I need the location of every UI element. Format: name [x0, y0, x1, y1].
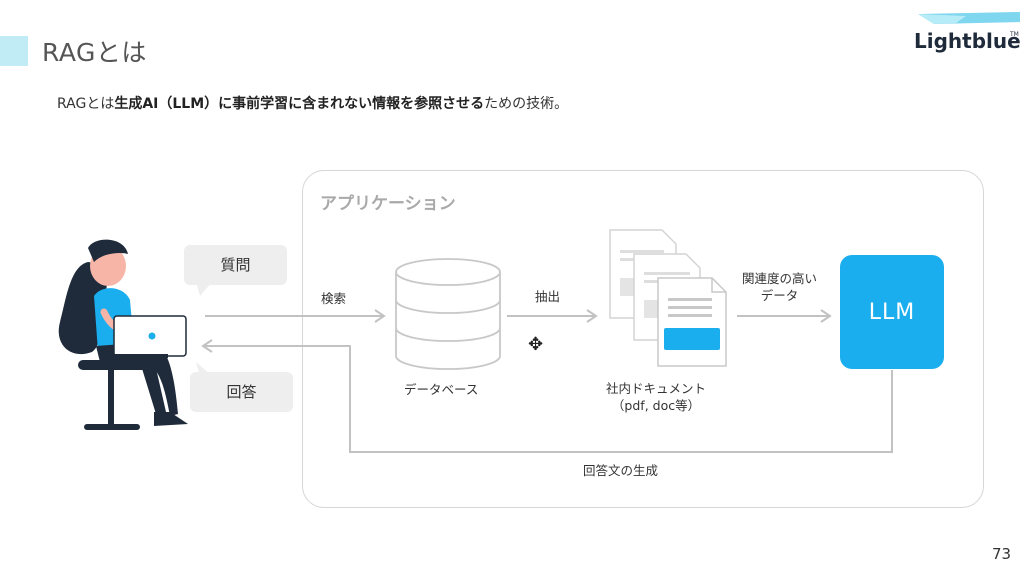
subtitle-bold: 生成AI（LLM）に事前学習に含まれない情報を参照させる	[114, 96, 485, 112]
title-accent-bar	[0, 36, 28, 66]
logo-stripe-icon	[918, 12, 1020, 24]
application-label: アプリケーション	[320, 194, 456, 214]
question-bubble-tail	[196, 282, 212, 296]
slide-title: RAGとは	[42, 38, 147, 67]
subtitle-prefix: RAGとは	[57, 96, 115, 112]
search-arrow	[205, 309, 386, 323]
relevant-data-line-2: データ	[760, 288, 799, 303]
slide-subtitle: RAGとは生成AI（LLM）に事前学習に含まれない情報を参照させるための技術。	[57, 93, 568, 113]
person-with-laptop-illustration	[58, 239, 188, 430]
llm-label: LLM	[868, 299, 916, 325]
document-front-icon	[657, 277, 727, 367]
answer-return-arrow	[201, 339, 893, 453]
relevant-data-line-1: 関連度の高い	[742, 271, 818, 286]
question-label: 質問	[220, 256, 251, 274]
relevant-data-arrow	[737, 309, 832, 323]
logo-text: Lightblue	[914, 29, 1021, 53]
answer-label: 回答	[226, 383, 257, 401]
extract-arrow	[507, 309, 598, 323]
documents-label: 社内ドキュメント （pdf, doc等）	[606, 380, 706, 414]
logo-tm: TM	[1010, 31, 1019, 38]
relevant-data-label: 関連度の高い データ	[742, 270, 817, 304]
documents-line-1: 社内ドキュメント	[606, 381, 707, 396]
application-container	[302, 170, 984, 508]
move-cursor-icon: ✥	[528, 334, 544, 355]
answer-bubble: 回答	[190, 372, 293, 412]
lightblue-logo: Lightblue TM	[906, 12, 1021, 56]
generate-answer-label: 回答文の生成	[583, 463, 659, 478]
question-bubble: 質問	[184, 245, 287, 285]
llm-box: LLM	[840, 255, 944, 369]
search-label: 検索	[321, 291, 347, 306]
documents-line-2: （pdf, doc等）	[611, 398, 701, 413]
database-icon	[395, 258, 501, 370]
database-label: データベース	[404, 382, 479, 397]
page-number: 73	[992, 545, 1012, 563]
extract-label: 抽出	[535, 289, 561, 304]
documents-icon	[609, 229, 727, 367]
subtitle-suffix: ための技術。	[484, 96, 569, 112]
